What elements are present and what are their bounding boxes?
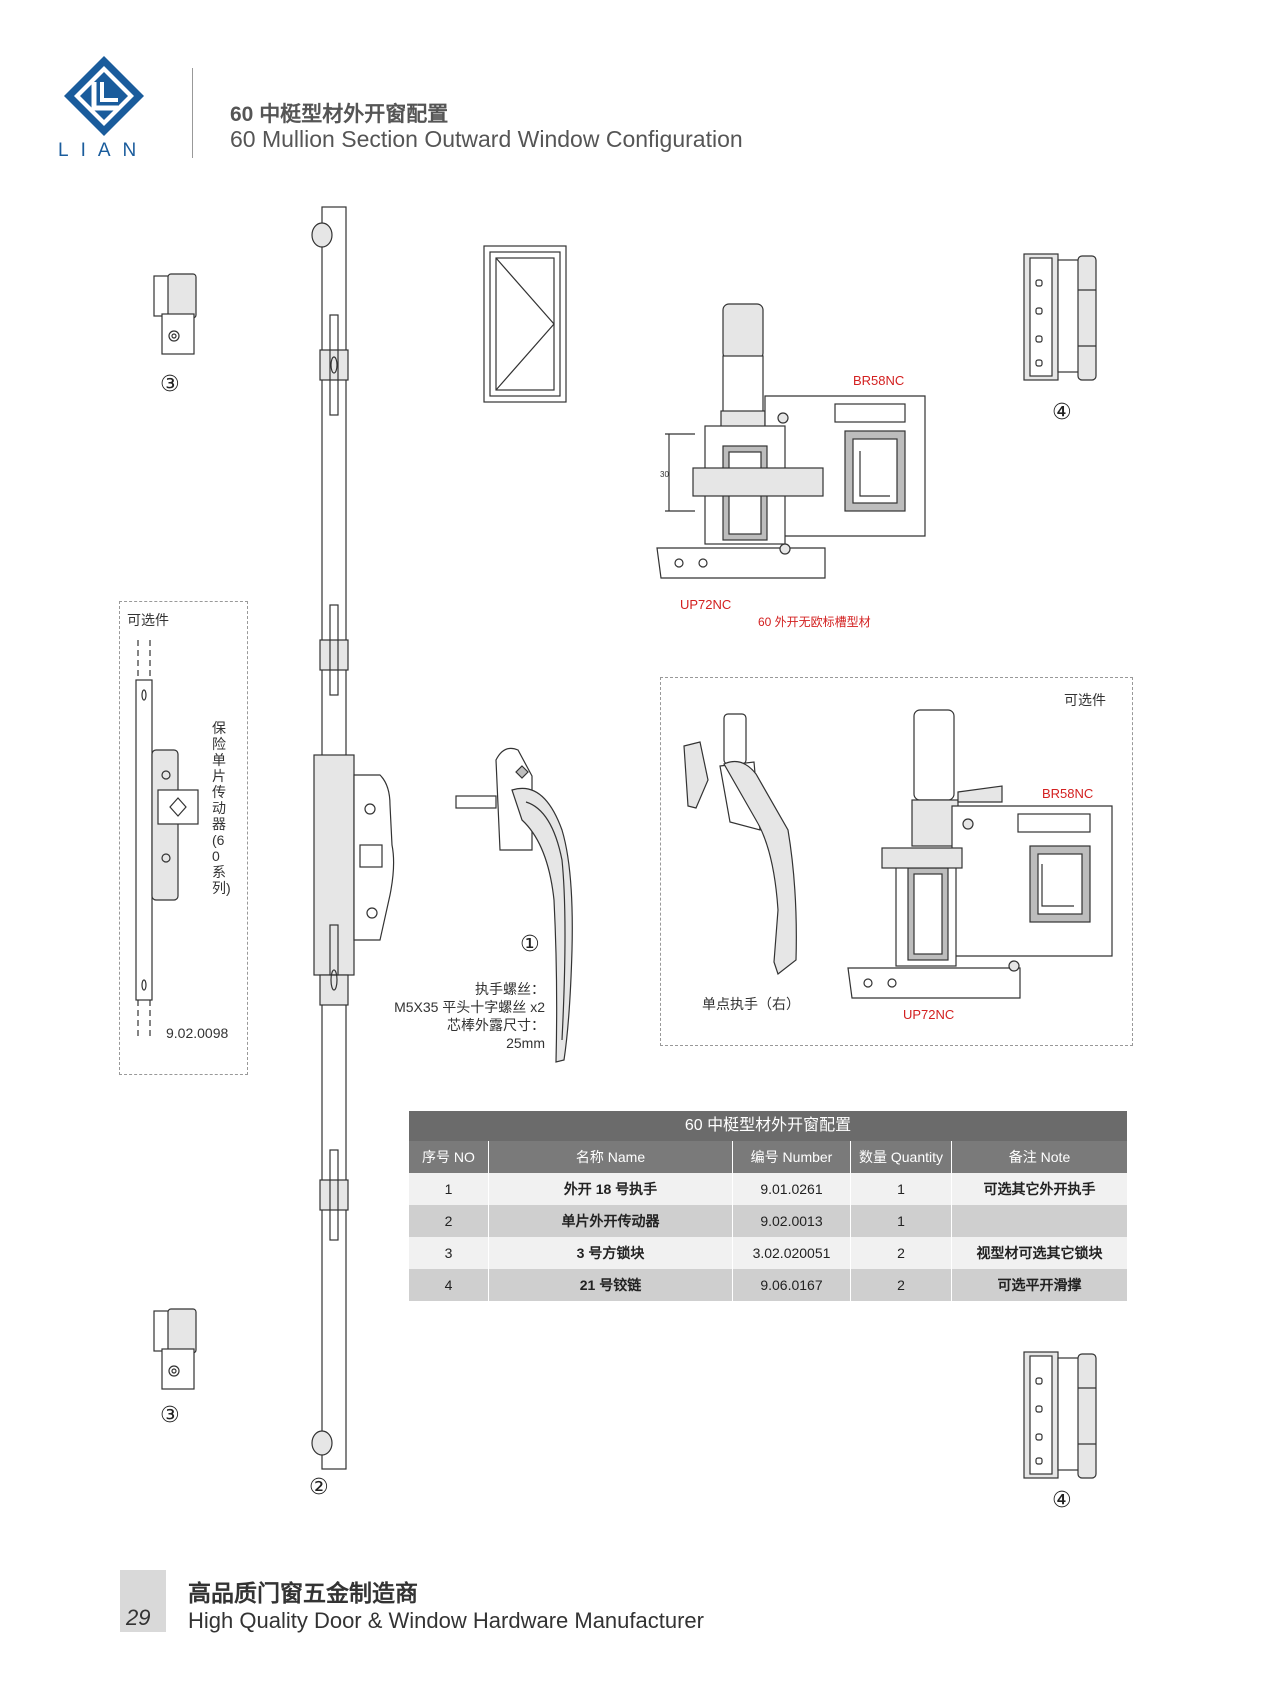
row-name: 单片外开传动器 <box>488 1205 733 1237</box>
row-note: 视型材可选其它锁块 <box>951 1237 1127 1269</box>
lock-block-icon <box>153 1308 197 1390</box>
hinge-icon <box>1023 253 1097 381</box>
profile-up72nc-right: UP72NC <box>903 1007 955 1022</box>
profile-section-right-icon <box>847 709 1113 999</box>
table-row: 2 单片外开传动器 9.02.0013 1 <box>409 1205 1127 1237</box>
row-note: 可选其它外开执手 <box>951 1173 1127 1205</box>
optional-label-left: 可选件 <box>127 612 169 628</box>
footer-slogan-en: High Quality Door & Window Hardware Manu… <box>188 1608 704 1633</box>
item-3-label-top: ③ <box>160 372 180 397</box>
item-4-label-bottom: ④ <box>1052 1488 1072 1513</box>
lian-logo-icon <box>64 56 144 136</box>
window-handle-icon <box>455 747 573 1063</box>
row-number: 9.02.0013 <box>732 1205 851 1237</box>
header-divider <box>192 68 193 158</box>
profile-br58nc-right: BR58NC <box>1042 786 1094 801</box>
row-quantity: 1 <box>850 1205 952 1237</box>
row-no: 4 <box>409 1269 489 1301</box>
table-row: 1 外开 18 号执手 9.01.0261 1 可选其它外开执手 <box>409 1173 1127 1205</box>
table-header-row: 序号 NO 名称 Name 编号 Number 数量 Quantity 备注 N… <box>409 1141 1127 1173</box>
window-sash-icon <box>483 245 567 403</box>
single-point-handle-icon <box>683 713 797 975</box>
part-number-label: 9.02.0098 <box>166 1025 229 1041</box>
profile-br58nc-top: BR58NC <box>853 373 905 388</box>
page-title-cn: 60 中梃型材外开窗配置 <box>230 103 449 126</box>
table-row: 4 21 号铰链 9.06.0167 2 可选平开滑撑 <box>409 1269 1127 1301</box>
item-4-label-top: ④ <box>1052 400 1072 425</box>
row-name: 3 号方锁块 <box>488 1237 733 1269</box>
hinge-icon <box>1023 1351 1097 1479</box>
header-no: 序号 NO <box>409 1141 489 1173</box>
header-name: 名称 Name <box>488 1141 733 1173</box>
row-no: 2 <box>409 1205 489 1237</box>
table-row: 3 3 号方锁块 3.02.020051 2 视型材可选其它锁块 <box>409 1237 1127 1269</box>
page-title-en: 60 Mullion Section Outward Window Config… <box>230 126 743 152</box>
row-note <box>951 1205 1127 1237</box>
row-number: 9.01.0261 <box>732 1173 851 1205</box>
optional-label-right: 可选件 <box>1064 692 1106 708</box>
row-note: 可选平开滑撑 <box>951 1269 1127 1301</box>
row-no: 1 <box>409 1173 489 1205</box>
page-number-box <box>120 1570 166 1632</box>
safety-transmission-icon <box>135 640 199 1040</box>
header-note: 备注 Note <box>951 1141 1127 1173</box>
item-1-label: ① <box>520 932 540 957</box>
optional-part-box <box>119 601 248 1075</box>
row-number: 9.06.0167 <box>732 1269 851 1301</box>
profile-up72nc-top: UP72NC <box>680 597 732 612</box>
row-no: 3 <box>409 1237 489 1269</box>
profile-description: 60 外开无欧标槽型材 <box>758 615 871 629</box>
row-name: 21 号铰链 <box>488 1269 733 1301</box>
safety-transmission-note: 保险单片传动器(60系列) <box>212 720 231 896</box>
optional-handle-box <box>660 677 1133 1046</box>
row-quantity: 2 <box>850 1269 952 1301</box>
item-2-label: ② <box>309 1475 329 1500</box>
configuration-table: 60 中梃型材外开窗配置 序号 NO 名称 Name 编号 Number 数量 … <box>409 1111 1127 1301</box>
profile-section-top-icon <box>656 303 926 579</box>
item-3-label-bottom: ③ <box>160 1403 180 1428</box>
row-number: 3.02.020051 <box>732 1237 851 1269</box>
transmission-bar-icon <box>311 206 395 1470</box>
header-quantity: 数量 Quantity <box>850 1141 952 1173</box>
page-number: 29 <box>126 1605 151 1630</box>
single-point-handle-label: 单点执手（右） <box>702 996 800 1012</box>
header-number: 编号 Number <box>732 1141 851 1173</box>
handle-screw-note: 执手螺丝： M5X35 平头十字螺丝 x2 芯棒外露尺寸： 25mm <box>394 981 545 1051</box>
table-title: 60 中梃型材外开窗配置 <box>409 1111 1127 1141</box>
brand-name: LIAN <box>58 140 149 161</box>
row-quantity: 2 <box>850 1237 952 1269</box>
dimension-30: 30 <box>660 470 669 479</box>
row-name: 外开 18 号执手 <box>488 1173 733 1205</box>
row-quantity: 1 <box>850 1173 952 1205</box>
footer-slogan-cn: 高品质门窗五金制造商 <box>188 1580 418 1606</box>
lock-block-icon <box>153 273 197 355</box>
